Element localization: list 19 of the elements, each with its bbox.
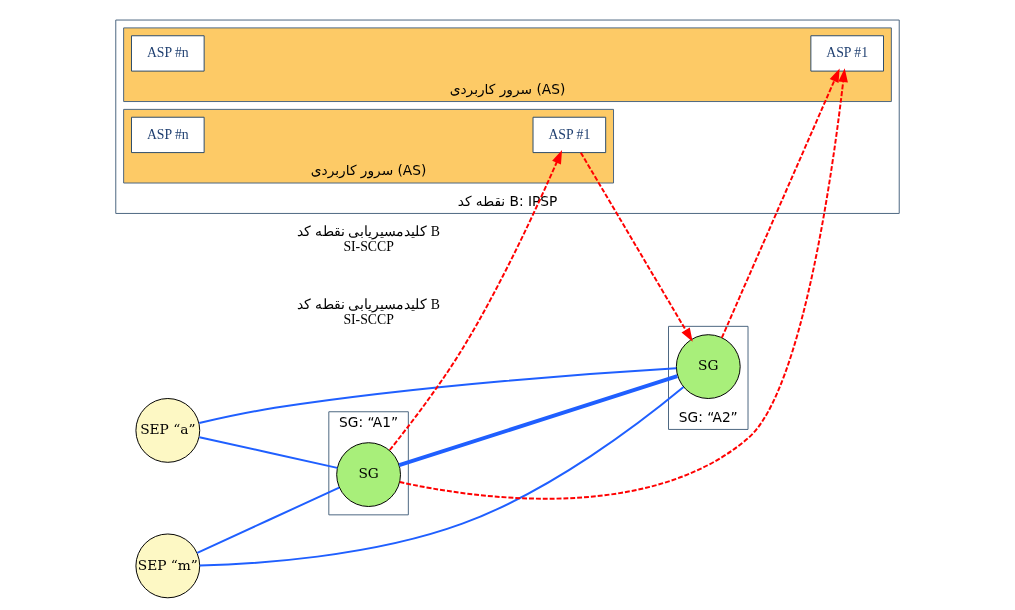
node-circle: SG <box>675 334 741 399</box>
arrow <box>579 151 693 342</box>
node-circle: SG <box>336 442 401 507</box>
connector <box>198 367 678 424</box>
connector <box>198 436 339 469</box>
connector <box>198 386 685 567</box>
arrow <box>398 68 848 500</box>
node-circle: SEP “m” <box>135 533 201 599</box>
node-box: ASP #n <box>131 116 205 154</box>
node-box: ASP #1 <box>810 35 884 72</box>
arrow <box>720 68 840 339</box>
node-box: ASP #1 <box>532 116 607 154</box>
connector <box>398 374 678 467</box>
connector <box>196 486 341 554</box>
arrow <box>388 149 563 451</box>
node-circle: SEP “a” <box>135 398 201 463</box>
node-label: کلیدمسیریابی نقطه کد B <box>297 224 440 240</box>
node-box: ASP #n <box>131 35 205 72</box>
node-label: کلیدمسیریابی نقطه کد B <box>297 296 440 312</box>
